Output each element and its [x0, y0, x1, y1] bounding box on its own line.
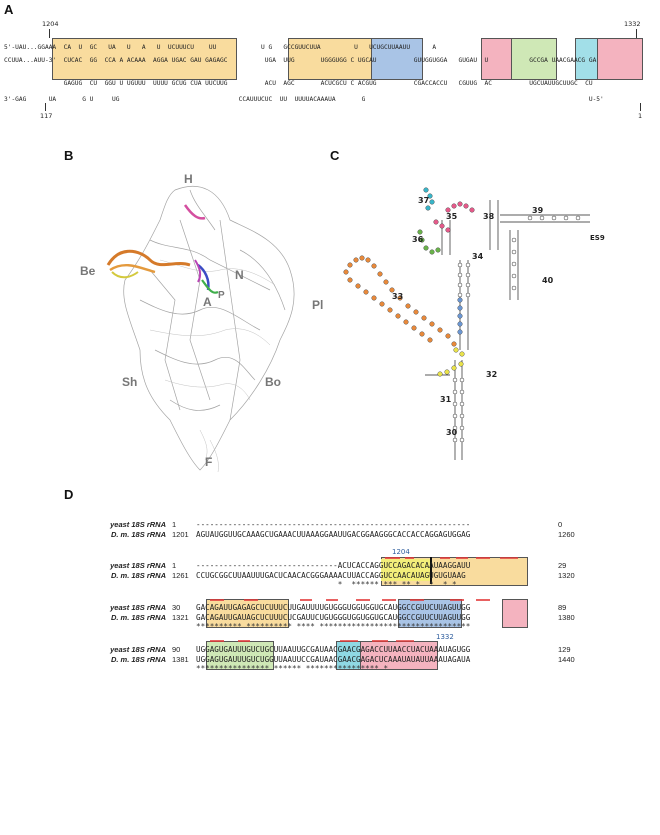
ribosome-structure-image — [106, 185, 295, 473]
a-box-green — [511, 38, 557, 80]
conservation-stars: **************** ****** ****************… — [196, 664, 389, 673]
species-name: yeast 18S rRNA — [110, 520, 166, 529]
species-name: D. m. 18S rRNA — [110, 571, 166, 580]
a-pos-1: 1 — [638, 112, 643, 120]
helix-32: 32 — [486, 370, 498, 379]
alignment-block-4: yeast 18S rRNA 90 UGGAGUGAUUUGUCUGCUUAAU… — [80, 645, 600, 675]
species-name: yeast 18S rRNA — [110, 603, 166, 612]
d-box-yellow-1 — [381, 559, 430, 581]
a-box-blue — [371, 38, 423, 80]
label-p: P — [218, 290, 225, 301]
helix-39: 39 — [532, 206, 544, 215]
a-pos-117: 117 — [40, 112, 53, 120]
dm-sequence: AGUAUGGUUGCAAAGCUGAAACUUAAAGGAAUUGACGGAA… — [196, 530, 471, 539]
seq-end: 0 — [558, 520, 563, 529]
dm-sequence: GACAGAUUGAUAGCUCUUUCUCGAUUCUGUGGGUGGUGGU… — [196, 613, 471, 622]
a-tick-1332 — [636, 29, 637, 38]
a-box-orange-2 — [288, 38, 373, 80]
seq-start: 1321 — [172, 613, 189, 622]
seq-end: 129 — [558, 645, 571, 654]
alignment-block-1: yeast 18S rRNA 1 -----------------------… — [80, 520, 600, 544]
helix-35: 35 — [446, 212, 458, 221]
helix-31: 31 — [440, 395, 452, 404]
yeast-sequence: -------------------------------ACUCACCAG… — [196, 561, 471, 570]
seq-start: 1201 — [172, 530, 189, 539]
species-name: yeast 18S rRNA — [110, 561, 166, 570]
d-box-orange-2 — [206, 599, 289, 628]
seq-start: 30 — [172, 603, 181, 612]
panel-b-label: B — [64, 148, 74, 163]
a-seq-row-3: GAGUG CU GGU U UGUUU UUUU GCUG CUA UUCUU… — [4, 80, 593, 87]
dm-sequence: UGGAGUGAUUUGUCUGGUUAAUUCCGAUAACGAACGAGAC… — [196, 655, 471, 664]
d-box-cyan — [336, 641, 362, 670]
label-h: H — [184, 172, 193, 186]
d-box-red-1 — [502, 599, 528, 628]
yeast-sequence: ----------------------------------------… — [196, 520, 471, 529]
seq-start: 90 — [172, 645, 181, 654]
species-name: D. m. 18S rRNA — [110, 613, 166, 622]
yeast-sequence: GACAGAUUGAGAGCUCUUUCUUGAUUUUGUGGGUGGUGGU… — [196, 603, 471, 612]
conservation-stars: ********** ********** **** *************… — [196, 622, 471, 631]
alignment-block-3: yeast 18S rRNA 30 GACAGAUUGAGAGCUCUUUCUU… — [80, 603, 600, 633]
panel-a-label: A — [4, 2, 14, 17]
helix-34: 34 — [472, 252, 484, 261]
species-name: yeast 18S rRNA — [110, 645, 166, 654]
label-a: A — [203, 295, 212, 309]
yeast-sequence: UGGAGUGAUUUGUCUGCUUAAUUGCGAUAACGAACGAGAC… — [196, 645, 471, 654]
label-bo: Bo — [265, 375, 281, 389]
d-box-green — [206, 641, 274, 670]
label-sh: Sh — [122, 375, 138, 389]
a-tick-117 — [45, 103, 46, 111]
helix-37: 37 — [418, 196, 430, 205]
label-pl: Pl — [312, 298, 324, 312]
d-divider-1 — [430, 557, 432, 584]
seq-end: 29 — [558, 561, 567, 570]
helix-30: 30 — [446, 428, 458, 437]
a-pos-1204: 1204 — [42, 20, 59, 28]
d-red-dashes — [210, 557, 518, 642]
helix-33: 33 — [392, 292, 404, 301]
a-box-red-2 — [597, 38, 643, 80]
a-seq-row-4: 3'-GAG UA G U UG CCAUUUCUC UU UUUUACAAAU… — [4, 96, 604, 103]
panel-c-label: C — [330, 148, 340, 163]
a-pos-1332: 1332 — [624, 20, 641, 28]
secondary-structure-diagram — [343, 187, 590, 460]
seq-start: 1 — [172, 561, 177, 570]
label-f: F — [205, 455, 213, 469]
alignment-block-2: yeast 18S rRNA 1 -----------------------… — [80, 561, 600, 591]
a-box-orange-1 — [52, 38, 237, 80]
seq-start: 1381 — [172, 655, 189, 664]
d-box-blue — [398, 599, 462, 628]
helix-40: 40 — [542, 276, 554, 285]
a-seq-row-2: CCUUA...AUU-3' CUCAC GG CCA A ACAAA AGGA… — [4, 57, 597, 64]
panel-d-label: D — [64, 487, 74, 502]
a-tick-1 — [640, 103, 641, 111]
helix-36: 36 — [412, 235, 424, 244]
seq-start: 1 — [172, 520, 177, 529]
conservation-stars: * ****** *** ** * * * * — [196, 580, 457, 589]
seq-end: 1440 — [558, 655, 575, 664]
label-es9: ES9 — [590, 234, 605, 242]
seq-end: 1260 — [558, 530, 575, 539]
a-seq-row-1: 5'-UAU...GGAAA CA U GC UA U A U UCUUUCU … — [4, 44, 437, 51]
species-name: D. m. 18S rRNA — [110, 530, 166, 539]
seq-end: 1320 — [558, 571, 575, 580]
d-marker-1332: 1332 — [436, 633, 454, 641]
label-be: Be — [80, 264, 96, 278]
seq-end: 1380 — [558, 613, 575, 622]
seq-start: 1261 — [172, 571, 189, 580]
seq-end: 89 — [558, 603, 567, 612]
d-marker-1204: 1204 — [392, 548, 410, 556]
label-n: N — [235, 268, 244, 282]
species-name: D. m. 18S rRNA — [110, 655, 166, 664]
dm-sequence: CCUGCGGCUUAAUUUGACUCAACACGGGAAAACUUACCAG… — [196, 571, 466, 580]
a-tick-1204 — [49, 29, 50, 38]
helix-38: 38 — [483, 212, 495, 221]
